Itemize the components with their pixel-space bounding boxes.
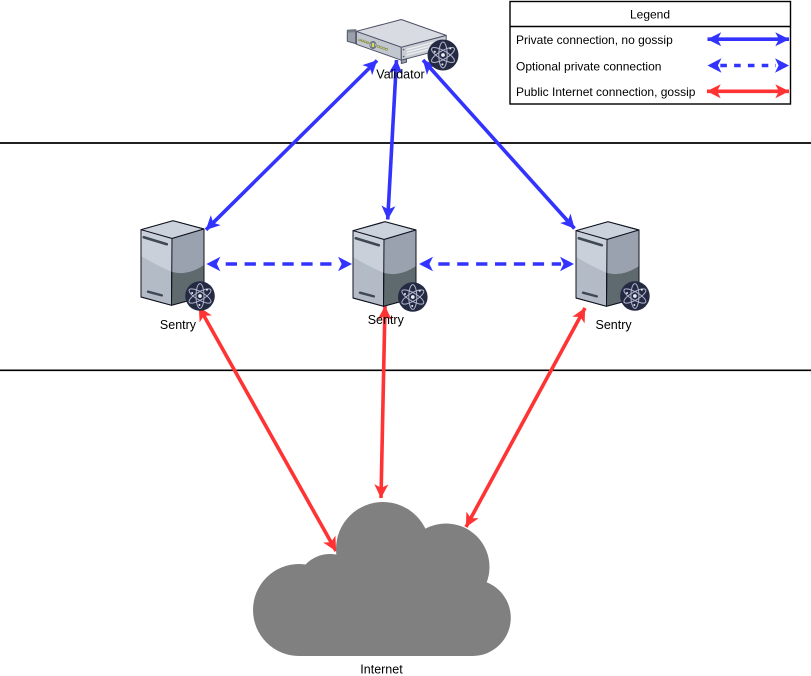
svg-text:Sentry: Sentry xyxy=(160,318,197,332)
svg-text:Validator: Validator xyxy=(376,68,424,82)
svg-text:Optional private connection: Optional private connection xyxy=(516,59,661,73)
svg-text:Public Internet connection, go: Public Internet connection, gossip xyxy=(516,85,696,99)
svg-text:Internet: Internet xyxy=(360,663,403,676)
svg-text:Sentry: Sentry xyxy=(596,318,633,332)
svg-text:Sentry: Sentry xyxy=(368,313,405,327)
svg-text:Legend: Legend xyxy=(630,8,670,22)
svg-text:Private connection, no gossip: Private connection, no gossip xyxy=(516,33,673,47)
